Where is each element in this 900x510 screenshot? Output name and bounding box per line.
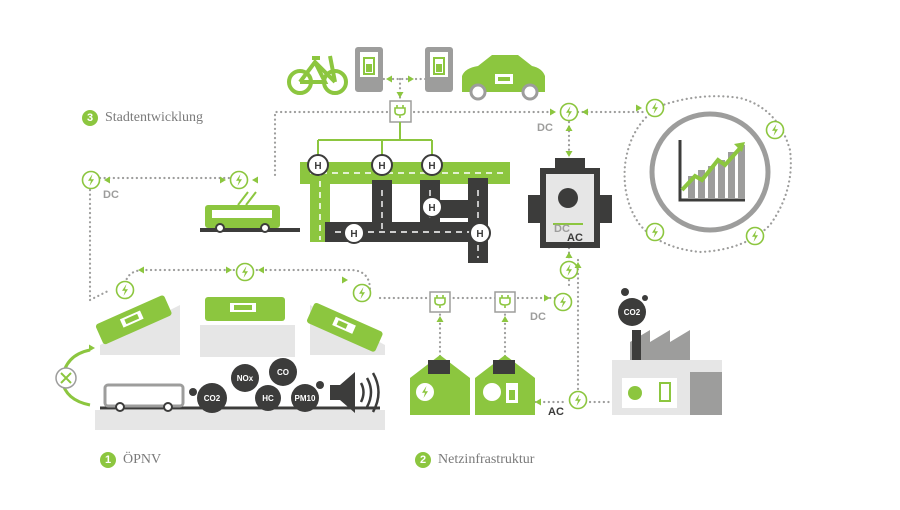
energy-node-icon	[561, 262, 578, 279]
ac-label: AC	[548, 406, 564, 418]
converter-station	[528, 158, 612, 248]
converter-ac-label: AC	[567, 232, 583, 244]
bus-network	[300, 122, 510, 263]
energy-node-icon	[354, 285, 371, 302]
emission-label: PM10	[295, 394, 316, 403]
wallbox-right	[494, 291, 516, 313]
energy-node-icon	[747, 228, 764, 245]
energy-node-icon	[647, 224, 664, 241]
arrow-icon	[436, 316, 444, 322]
diesel-bus-icon	[95, 383, 385, 430]
arrow-icon	[252, 176, 258, 184]
section-label-opnv: 1 ÖPNV	[100, 452, 161, 468]
energy-node-icon	[767, 122, 784, 139]
factory-icon	[612, 330, 722, 415]
energy-node-icon	[231, 172, 248, 189]
arrow-icon	[565, 151, 573, 157]
dc-label: DC	[103, 189, 119, 201]
emission-label: HC	[262, 394, 274, 403]
maintenance-cycle	[55, 344, 95, 407]
loudspeaker-icon	[330, 372, 380, 413]
trolleybus-icon	[200, 191, 300, 233]
arrow-icon	[386, 75, 392, 83]
section-title: ÖPNV	[123, 452, 162, 467]
arrow-icon	[565, 252, 573, 258]
electric-car-icon	[462, 55, 545, 101]
arrow-icon	[582, 108, 588, 116]
charging-station-car	[425, 47, 453, 92]
charging-station-bike	[355, 47, 383, 92]
section-number-badge: 1	[100, 452, 116, 468]
section-label-netzinfrastruktur: 2 Netzinfrastruktur	[415, 452, 534, 468]
section-label-stadtentwicklung: 3 Stadtentwicklung	[82, 110, 203, 126]
bus-stop-symbol: H	[378, 161, 385, 172]
factory-co2-cloud	[618, 288, 648, 326]
arrow-icon	[226, 266, 232, 274]
converter-dc-label: DC	[554, 223, 570, 235]
solar-house-left	[410, 355, 470, 415]
arrow-icon	[535, 398, 541, 406]
energy-node-icon	[647, 100, 664, 117]
arrow-icon	[342, 276, 348, 284]
arrow-icon	[138, 266, 144, 274]
emission-clouds	[189, 358, 324, 413]
factory-co2-label: CO2	[624, 308, 641, 317]
energy-node-icon	[237, 264, 254, 281]
arrow-icon	[258, 266, 264, 274]
section-number-badge: 3	[82, 110, 98, 126]
bus-stop-symbol: H	[476, 229, 483, 240]
energy-node-icon	[117, 282, 134, 299]
emission-label: CO	[277, 368, 289, 377]
energy-node-icon	[570, 392, 587, 409]
arrow-icon	[408, 75, 414, 83]
emission-label: NOx	[237, 374, 254, 383]
energy-node-icon	[83, 172, 100, 189]
emission-label: CO2	[204, 394, 221, 403]
energy-node-icon	[561, 104, 578, 121]
dc-label: DC	[537, 122, 553, 134]
opnv-vehicles	[95, 295, 385, 357]
bus-stop-symbol: H	[314, 161, 321, 172]
arrow-icon	[565, 125, 573, 131]
bus-stop-symbol: H	[428, 203, 435, 214]
arrow-icon	[636, 104, 642, 112]
section-title: Netzinfrastruktur	[438, 452, 535, 467]
bus-stop-symbol: H	[428, 161, 435, 172]
bus-stop-symbol: H	[350, 229, 357, 240]
dc-label: DC	[530, 311, 546, 323]
plug-hub-icon	[389, 100, 412, 123]
energy-node-icon	[555, 294, 572, 311]
solar-house-right	[475, 355, 535, 415]
arrow-icon	[544, 294, 550, 302]
bicycle-icon	[287, 55, 348, 95]
growth-chart-icon	[649, 111, 771, 233]
arrow-icon	[501, 316, 509, 322]
arrow-icon	[396, 92, 404, 98]
arrow-icon	[550, 108, 556, 116]
section-number-badge: 2	[415, 452, 431, 468]
section-title: Stadtentwicklung	[105, 110, 203, 125]
wallbox-left	[429, 291, 451, 313]
